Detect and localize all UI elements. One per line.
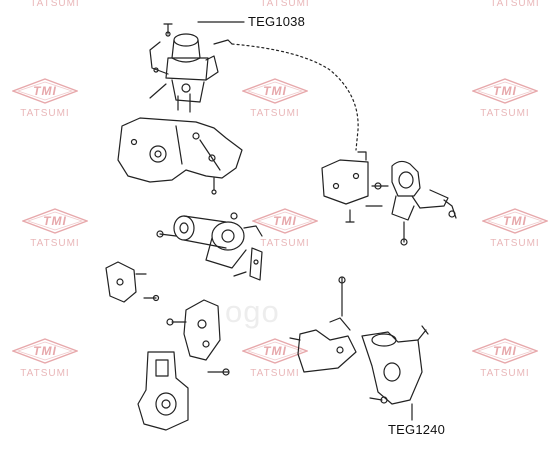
watermark-brand-word: TATSUMI bbox=[260, 238, 310, 249]
watermark-logo-text: TMI bbox=[503, 214, 527, 228]
watermark-tile: TMI TATSUMI bbox=[0, 78, 100, 119]
watermark-brand-word: TATSUMI bbox=[480, 108, 530, 119]
watermark-logo-text: TMI bbox=[33, 344, 57, 358]
watermark-diamond-logo: TMI bbox=[22, 208, 88, 234]
watermark-tile: TMI TATSUMI bbox=[450, 338, 550, 379]
watermark-brand-word: TATSUMI bbox=[30, 238, 80, 249]
callout-teg1240: TEG1240 bbox=[388, 422, 446, 437]
center-watermark-text: ogo bbox=[225, 294, 280, 329]
engine-bracket-casting bbox=[117, 117, 243, 195]
watermark-logo-text: TMI bbox=[493, 344, 517, 358]
watermark-logo-text: TMI bbox=[33, 84, 57, 98]
watermark-tile: TMI TATSUMI bbox=[230, 208, 340, 249]
watermark-diamond-logo: TMI bbox=[242, 338, 308, 364]
watermark-tile: TMI TATSUMI bbox=[0, 338, 100, 379]
bottom-left-mount bbox=[137, 351, 189, 431]
watermark-tile: TMI TATSUMI bbox=[220, 78, 330, 119]
bottom-right-mount bbox=[361, 325, 429, 405]
watermark-brand-word: TATSUMI bbox=[250, 368, 300, 379]
watermark-diamond-logo: TMI bbox=[482, 208, 548, 234]
watermark-brand-word: TATSUMI bbox=[250, 108, 300, 119]
right-mount bbox=[391, 160, 457, 246]
watermark-brand-word: TATSUMI bbox=[260, 0, 310, 9]
watermark-logo-text: TMI bbox=[263, 344, 287, 358]
watermark-tile: TMI TATSUMI bbox=[460, 208, 550, 249]
callout-teg1038: TEG1038 bbox=[248, 14, 306, 29]
hose-line bbox=[231, 43, 359, 151]
watermark-brand-word: TATSUMI bbox=[490, 238, 540, 249]
bottom-right-bracket bbox=[289, 276, 357, 373]
watermark-brand-word: TATSUMI bbox=[480, 368, 530, 379]
roll-mount bbox=[156, 212, 263, 269]
right-side-bracket bbox=[321, 151, 389, 223]
watermark-brand-word: TATSUMI bbox=[20, 368, 70, 379]
watermark-logo-text: TMI bbox=[43, 214, 67, 228]
top-hydraulic-mount bbox=[149, 23, 233, 113]
watermark-tile: TMI TATSUMI bbox=[0, 208, 110, 249]
watermark-diamond-logo: TMI bbox=[12, 78, 78, 104]
watermark-brand-word: TATSUMI bbox=[30, 0, 80, 9]
watermark-diamond-logo: TMI bbox=[252, 208, 318, 234]
watermark-brand-word: TATSUMI bbox=[20, 108, 70, 119]
watermark-diamond-logo: TMI bbox=[12, 338, 78, 364]
watermark-logo-text: TMI bbox=[493, 84, 517, 98]
watermark-diamond-logo: TMI bbox=[472, 78, 538, 104]
watermark-diamond-logo: TMI bbox=[242, 78, 308, 104]
watermark-logo-text: TMI bbox=[263, 84, 287, 98]
left-bracket bbox=[105, 261, 160, 303]
watermark-diamond-logo: TMI bbox=[472, 338, 538, 364]
watermark-logo-text: TMI bbox=[273, 214, 297, 228]
watermark-brand-word: TATSUMI bbox=[490, 0, 540, 9]
lower-left-bracket bbox=[166, 299, 230, 376]
watermark-tile: TMI TATSUMI bbox=[450, 78, 550, 119]
small-plate bbox=[233, 247, 263, 281]
watermark-tile: TMI TATSUMI bbox=[220, 338, 330, 379]
